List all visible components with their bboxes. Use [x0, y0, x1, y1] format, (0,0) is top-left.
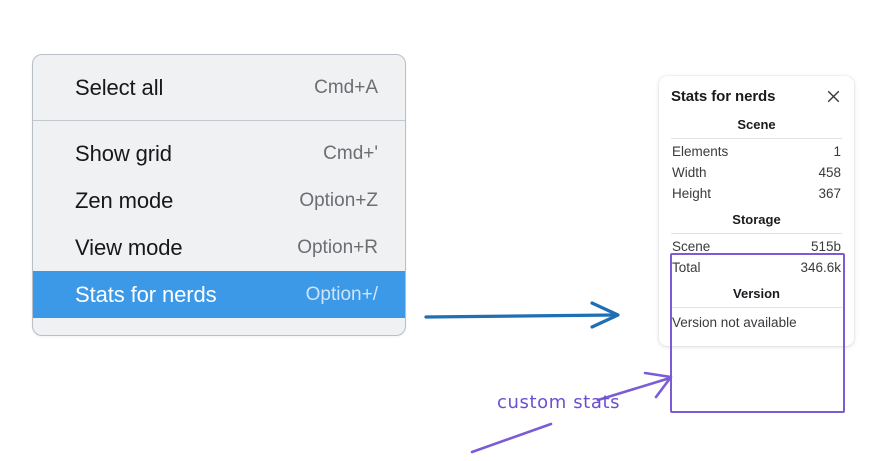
stats-section-version: Version Version not available [671, 278, 842, 332]
stat-value: 1 [833, 144, 841, 159]
menu-item-label: Show grid [75, 140, 172, 166]
menu-group2-top-padding [33, 121, 405, 130]
table-row: Width 458 [671, 162, 842, 183]
menu-item-shortcut: Option+/ [305, 283, 378, 305]
stats-section-storage: Storage Scene 515b Total 346.6k [671, 204, 842, 278]
menu-top-padding [33, 55, 405, 64]
menu-group-2: Show grid Cmd+' Zen mode Option+Z View m… [33, 121, 405, 318]
menu-bottom-padding [33, 318, 405, 335]
section-heading: Scene [737, 117, 776, 132]
menu-item-stats-for-nerds[interactable]: Stats for nerds Option+/ [33, 271, 405, 318]
version-value: Version not available [672, 315, 797, 330]
blue-pointer-arrow [424, 301, 620, 329]
table-row: Scene 515b [671, 236, 842, 257]
menu-item-label: View mode [75, 234, 183, 260]
table-row: Total 346.6k [671, 257, 842, 278]
stat-value: 367 [818, 186, 841, 201]
section-divider [671, 307, 842, 308]
stat-key: Elements [672, 144, 729, 159]
stats-for-nerds-panel: Stats for nerds Scene Elements 1 Width 4… [659, 76, 854, 346]
menu-item-shortcut: Cmd+' [323, 142, 378, 164]
table-row: Height 367 [671, 183, 842, 204]
stat-key: Width [672, 165, 707, 180]
section-heading: Version [733, 286, 780, 301]
menu-item-label: Stats for nerds [75, 281, 217, 307]
stat-key: Height [672, 186, 712, 201]
stat-value: 346.6k [800, 260, 841, 275]
stats-section-scene: Scene Elements 1 Width 458 Height 367 [671, 109, 842, 204]
menu-item-shortcut: Option+R [297, 236, 378, 258]
close-icon[interactable] [825, 88, 842, 105]
stat-key: Total [672, 260, 701, 275]
stat-value: 458 [818, 165, 841, 180]
menu-item-show-grid[interactable]: Show grid Cmd+' [33, 130, 405, 177]
menu-item-shortcut: Option+Z [299, 189, 378, 211]
menu-group-spacer [33, 111, 405, 120]
panel-title: Stats for nerds [671, 88, 776, 105]
menu-item-label: Zen mode [75, 187, 174, 213]
menu-item-select-all[interactable]: Select all Cmd+A [33, 64, 405, 111]
purple-underline-stroke [470, 422, 553, 454]
stat-value: 515b [810, 239, 841, 254]
section-divider [671, 233, 842, 234]
table-row: Elements 1 [671, 141, 842, 162]
section-heading: Storage [732, 212, 781, 227]
stat-key: Scene [672, 239, 711, 254]
menu-item-view-mode[interactable]: View mode Option+R [33, 224, 405, 271]
menu-item-shortcut: Cmd+A [314, 76, 378, 98]
custom-stats-annotation-label: custom stats [497, 392, 621, 413]
menu-separator [33, 120, 405, 121]
menu-item-zen-mode[interactable]: Zen mode Option+Z [33, 177, 405, 224]
application-context-menu[interactable]: Select all Cmd+A Show grid Cmd+' Zen mod… [32, 54, 406, 336]
menu-item-label: Select all [75, 74, 164, 100]
panel-header: Stats for nerds [671, 86, 842, 109]
section-divider [671, 138, 842, 139]
menu-group-1: Select all Cmd+A [33, 64, 405, 111]
